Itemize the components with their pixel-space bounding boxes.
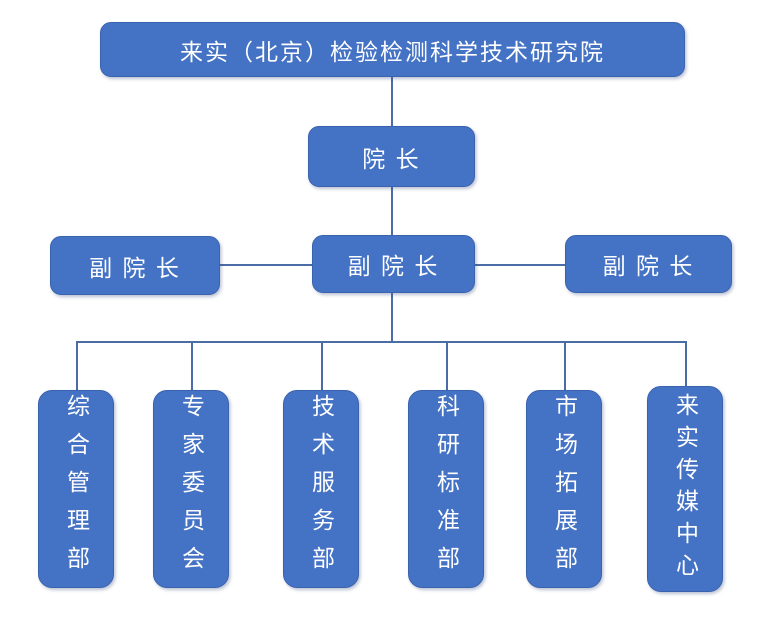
connector-deputy-right-horizontal [475, 264, 565, 266]
deputy-right-label: 副 院 长 [602, 253, 695, 279]
org-node-director: 院 长 [308, 126, 475, 187]
connector-director-to-deputy [391, 187, 393, 235]
dept-6-label: 来实传媒中心 [672, 393, 699, 585]
connector-drop-dept-6 [685, 341, 687, 386]
connector-department-rail [76, 341, 685, 343]
connector-root-to-director [391, 77, 393, 126]
org-node-research-standards-dept: 科研标准部 [408, 390, 484, 588]
org-node-institute: 来实（北京）检验检测科学技术研究院 [100, 22, 685, 77]
dept-3-label: 技术服务部 [308, 394, 335, 584]
dept-2-label: 专家委员会 [178, 394, 205, 584]
connector-drop-dept-4 [446, 341, 448, 390]
connector-deputy-to-rail [391, 293, 393, 341]
dept-4-label: 科研标准部 [433, 394, 460, 584]
connector-deputy-left-horizontal [220, 264, 312, 266]
org-node-technical-service-dept: 技术服务部 [283, 390, 359, 588]
org-node-deputy-director-center: 副 院 长 [312, 235, 475, 293]
org-node-deputy-director-left: 副 院 长 [50, 236, 220, 295]
connector-drop-dept-5 [564, 341, 566, 390]
deputy-left-label: 副 院 长 [89, 254, 181, 281]
dept-1-label: 综合管理部 [63, 394, 90, 584]
org-node-expert-committee: 专家委员会 [153, 390, 229, 588]
org-node-deputy-director-right: 副 院 长 [565, 235, 732, 293]
dept-5-label: 市场拓展部 [551, 394, 578, 584]
org-node-laishi-media-center: 来实传媒中心 [647, 386, 723, 592]
director-label: 院 长 [362, 145, 421, 172]
org-node-general-management-dept: 综合管理部 [38, 390, 114, 588]
deputy-center-label: 副 院 长 [347, 253, 440, 279]
connector-drop-dept-2 [191, 341, 193, 390]
connector-drop-dept-3 [321, 341, 323, 390]
connector-drop-dept-1 [76, 341, 78, 390]
org-node-market-expansion-dept: 市场拓展部 [526, 390, 602, 588]
institute-label: 来实（北京）检验检测科学技术研究院 [180, 38, 605, 65]
